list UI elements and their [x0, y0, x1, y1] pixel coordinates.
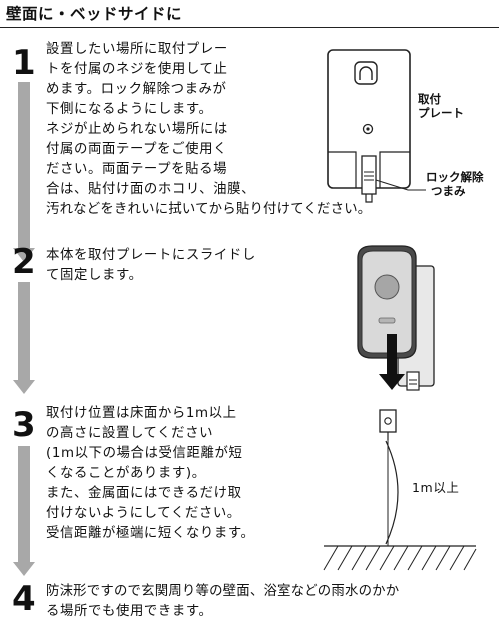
step-1-line: 汚れなどをきれいに拭いてから貼り付けてください。: [46, 202, 372, 217]
step-2-line: て固定します。: [46, 268, 143, 283]
step-1-arrow: [13, 82, 35, 262]
step-1-line: めます。ロック解除つまみが: [46, 82, 227, 97]
step-1-line: 設置したい場所に取付プレー: [46, 42, 228, 57]
step-2-arrow: [13, 282, 35, 394]
step-4-number: 4: [12, 579, 36, 619]
step-3-line: 付けないようにしてください。: [46, 506, 241, 521]
step-1-number: 1: [12, 43, 36, 83]
step-3-number: 3: [12, 405, 36, 445]
step-3-line: また、金属面にはできるだけ取: [46, 486, 242, 501]
step-3-line: くなることがあります)。: [46, 466, 206, 481]
step-4-line: る場所でも使用できます。: [46, 604, 213, 619]
height-label: 1m以上: [412, 480, 460, 495]
step-2-number: 2: [12, 242, 36, 282]
plate-label: 取付 プレート: [418, 92, 464, 120]
step-1-line: ださい。両面テープを貼る場: [46, 162, 228, 177]
step-1-line: 下側になるようにします。: [46, 102, 213, 117]
step-4-line: 防沫形ですので玄関周り等の壁面、浴室などの雨水のかか: [46, 584, 400, 599]
step-3-line: 取付け位置は床面から1m以上: [46, 406, 237, 421]
page-title: 壁面に・ベッドサイドに: [6, 5, 183, 23]
step-1-line: ネジが止められない場所には: [46, 122, 228, 137]
lock-release-label: ロック解除 つまみ: [426, 170, 484, 198]
step-3-line: 受信距離が極端に短くなります。: [46, 526, 255, 541]
step-1-line: 合は、貼付け面のホコリ、油膜、: [46, 182, 256, 197]
step-3-line: の高さに設置してください: [46, 426, 214, 441]
mounting-plate-figure: [327, 49, 426, 203]
step-2-line: 本体を取付プレートにスライドし: [46, 248, 256, 263]
step-3-arrow: [13, 446, 35, 576]
unit-slide-figure: [357, 245, 435, 391]
step-3-line: (1m以下の場合は受信距離が短: [46, 446, 243, 461]
step-1-line: トを付属のネジを使用して止: [46, 62, 228, 77]
height-figure: [323, 409, 477, 571]
step-1-line: 付属の両面テープをご使用く: [46, 142, 228, 157]
title-rule: [0, 27, 499, 28]
